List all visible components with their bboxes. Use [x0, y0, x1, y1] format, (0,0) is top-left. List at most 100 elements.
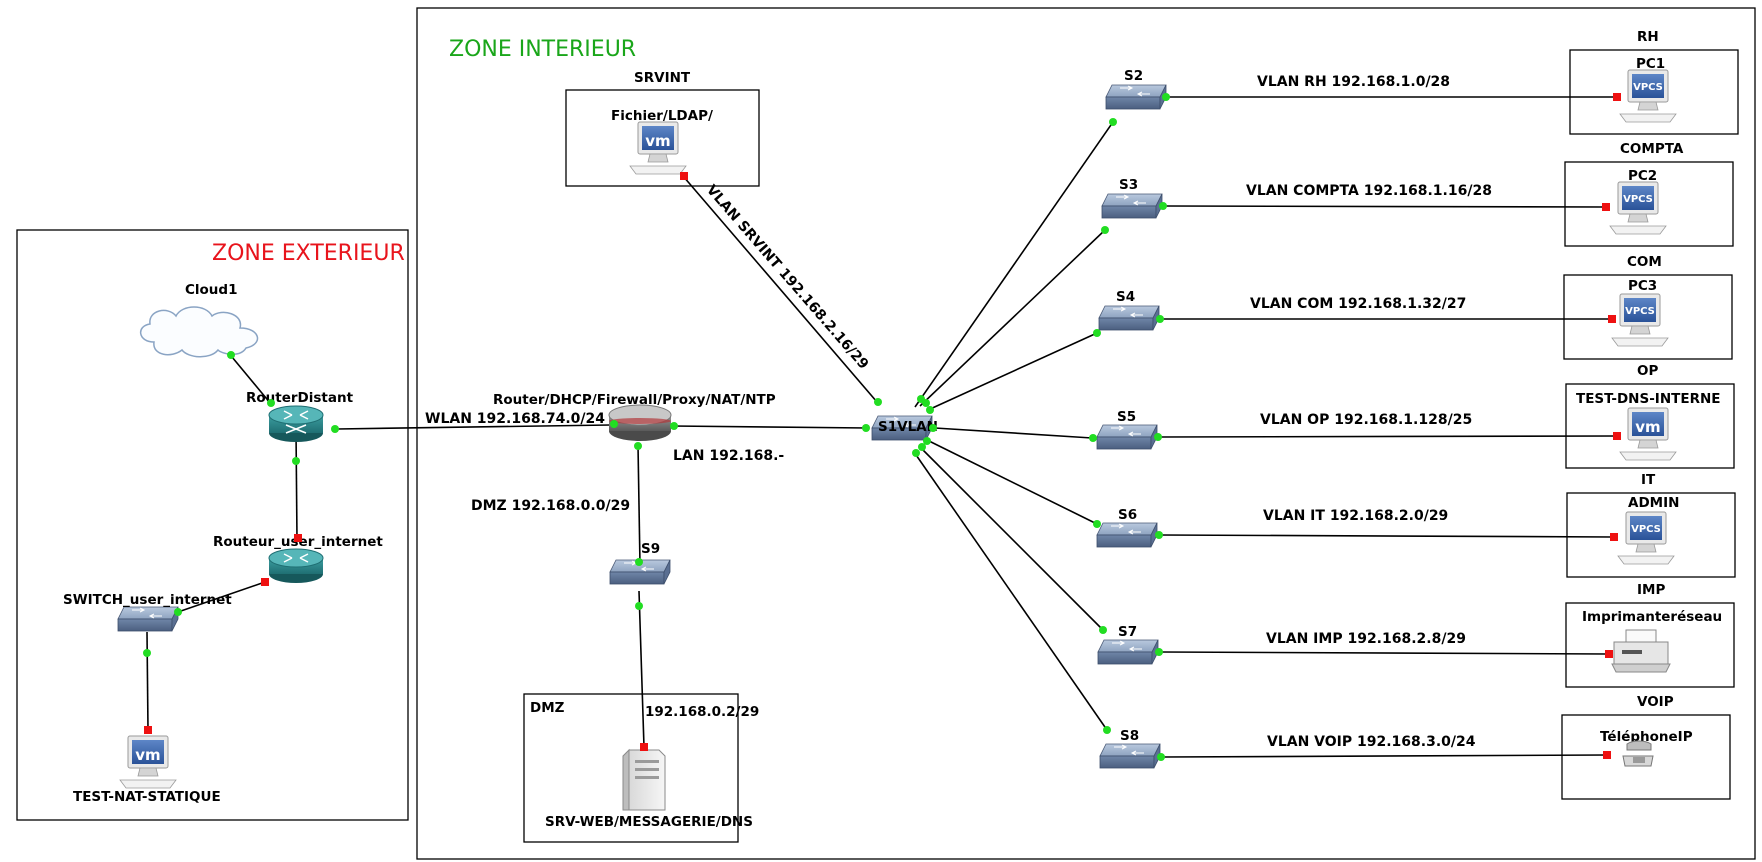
it-group-label: IT [1641, 472, 1656, 488]
main-router-icon[interactable] [608, 404, 672, 441]
ports [143, 93, 1621, 761]
test-dns-vm-icon[interactable]: vm [1619, 407, 1677, 461]
wire-cloud-router [231, 356, 272, 405]
test-dns-interne-label: TEST-DNS-INTERNE [1576, 391, 1720, 407]
voip-group-label: VOIP [1637, 694, 1674, 710]
s6-switch-icon[interactable] [1096, 522, 1158, 548]
pc1-label: PC1 [1636, 56, 1665, 72]
port-red [1608, 315, 1616, 323]
port-green [1093, 520, 1101, 528]
router-distant-icon[interactable] [268, 405, 324, 442]
vlan-op-label: VLAN OP 192.168.1.128/25 [1260, 412, 1472, 428]
printer-icon[interactable] [1611, 629, 1671, 673]
test-nat-vm-icon[interactable]: vm [119, 735, 177, 789]
s5-switch-icon[interactable] [1096, 424, 1158, 450]
pc3-vpcs-icon[interactable]: VPCS [1611, 293, 1669, 347]
wire-s1-s4 [927, 332, 1098, 411]
lan-label: LAN 192.168.- [673, 448, 784, 464]
wire-srvint [682, 175, 878, 403]
port-green [1101, 226, 1109, 234]
cloud-icon[interactable] [140, 306, 259, 358]
s2-switch-icon[interactable] [1105, 84, 1167, 110]
wire-s1-s6 [926, 439, 1098, 525]
pc3-label: PC3 [1628, 278, 1657, 294]
interior-zone-title: ZONE INTERIEUR [449, 37, 636, 62]
port-green [1103, 726, 1111, 734]
wire-s5-testdns [1159, 435, 1618, 438]
ip-phone-icon[interactable] [1622, 740, 1654, 767]
voip-group-box [1561, 714, 1731, 800]
test-nat-label: TEST-NAT-STATIQUE [73, 789, 221, 805]
s5-label: S5 [1117, 409, 1136, 425]
s4-switch-icon[interactable] [1098, 305, 1160, 331]
vpcs-text: VPCS [1623, 194, 1653, 205]
vm-text: vm [135, 746, 160, 764]
s3-switch-icon[interactable] [1101, 193, 1163, 219]
port-green [227, 351, 235, 359]
admin-vpcs-icon[interactable]: VPCS [1617, 511, 1675, 565]
vpcs-text: VPCS [1631, 524, 1661, 535]
port-green [1157, 753, 1165, 761]
srvint-group-label: SRVINT [634, 70, 691, 86]
port-green [670, 422, 678, 430]
dmz-server-icon[interactable] [622, 748, 666, 811]
pc1-vpcs-icon[interactable]: VPCS [1619, 69, 1677, 123]
vlan-compta-label: VLAN COMPTA 192.168.1.16/28 [1246, 183, 1492, 199]
interior-zone-box [416, 7, 1756, 860]
srvint-vm-icon[interactable]: vm [629, 121, 687, 175]
vpcs-text: VPCS [1633, 82, 1663, 93]
vm-text: vm [1635, 418, 1660, 436]
s1vlan-label: S1VLAN [878, 419, 938, 435]
compta-group-box [1564, 161, 1734, 247]
s4-label: S4 [1116, 289, 1135, 305]
port-green [1155, 531, 1163, 539]
s8-label: S8 [1120, 728, 1139, 744]
vlan-it-label: VLAN IT 192.168.2.0/29 [1263, 508, 1448, 524]
port-red [1602, 203, 1610, 211]
port-red [1613, 432, 1621, 440]
wire-s8-phone [1162, 754, 1608, 758]
s7-switch-icon[interactable] [1097, 639, 1159, 665]
port-green [1162, 93, 1170, 101]
port-green [174, 608, 182, 616]
wire-lan [671, 425, 869, 429]
it-group-box [1566, 492, 1736, 578]
port-green [912, 449, 920, 457]
switch-user-internet-label: SWITCH_user_internet [63, 592, 232, 608]
main-router-label: Router/DHCP/Firewall/Proxy/NAT/NTP [493, 392, 776, 408]
wire-s3-pc2 [1164, 205, 1606, 208]
vlan-voip-label: VLAN VOIP 192.168.3.0/24 [1267, 734, 1476, 750]
s2-label: S2 [1124, 68, 1143, 84]
port-red [1603, 751, 1611, 759]
exterior-zone-box [16, 229, 409, 821]
wire-s9-dmz [638, 590, 645, 748]
wire-wlan [336, 424, 611, 430]
switch-user-internet-icon[interactable] [117, 606, 179, 632]
dmz-link-label: DMZ 192.168.0.0/29 [471, 498, 630, 514]
vlan-imp-label: VLAN IMP 192.168.2.8/29 [1266, 631, 1466, 647]
vlan-com-label: VLAN COM 192.168.1.32/27 [1250, 296, 1466, 312]
port-green [267, 399, 275, 407]
pc2-vpcs-icon[interactable]: VPCS [1609, 181, 1667, 235]
port-green [1099, 626, 1107, 634]
port-green [634, 442, 642, 450]
vlan-srvint-label: VLAN SRVINT 192.168.2.16/29 [703, 182, 872, 372]
port-green [635, 602, 643, 610]
compta-group-label: COMPTA [1620, 141, 1684, 157]
wire-routerdistant-routeurinternet [295, 429, 298, 541]
dmz-host-ip-label: 192.168.0.2/29 [645, 704, 759, 720]
port-green [1093, 329, 1101, 337]
s8-switch-icon[interactable] [1099, 743, 1161, 769]
admin-label: ADMIN [1628, 495, 1679, 511]
router-user-internet-icon[interactable] [268, 548, 324, 583]
port-green [1155, 648, 1163, 656]
port-green [635, 558, 643, 566]
wire-router-s9 [637, 444, 641, 566]
wire-routeur-switch [177, 581, 266, 613]
port-green [143, 649, 151, 657]
port-red [680, 172, 688, 180]
port-green [918, 443, 926, 451]
wires [146, 96, 1618, 758]
imp-group-box [1565, 602, 1735, 688]
